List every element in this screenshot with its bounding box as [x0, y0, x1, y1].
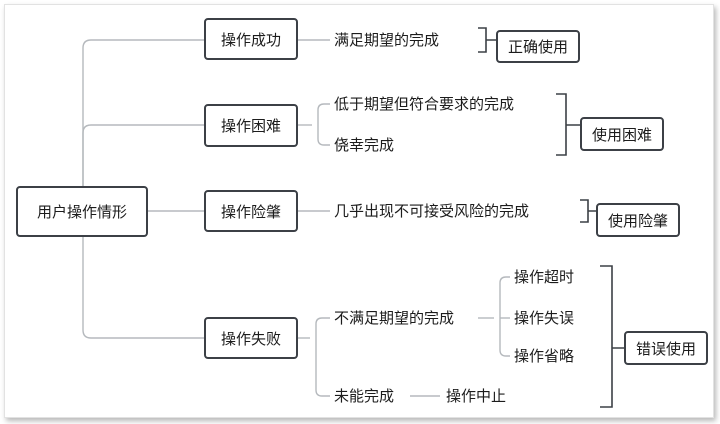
category-connectors [298, 39, 510, 397]
bracket-success [478, 27, 496, 53]
detail-fail-1[interactable]: 不满足期望的完成 [334, 309, 455, 327]
connector-root-difficult [82, 124, 204, 187]
outcome-misuse-node[interactable]: 错误使用 [624, 331, 708, 365]
detail-fail-sub-4[interactable]: 操作中止 [446, 387, 507, 405]
category-success-label: 操作成功 [220, 30, 281, 49]
category-fail-label: 操作失败 [220, 329, 281, 348]
connector-fail-subitems [499, 276, 510, 357]
root-connectors [82, 39, 204, 339]
category-success-node[interactable]: 操作成功 [204, 18, 298, 60]
category-difficult-label: 操作困难 [220, 117, 281, 135]
summary-brackets [478, 27, 624, 408]
detail-difficult-1[interactable]: 低于期望但符合要求的完成 [334, 95, 515, 113]
bracket-nearmiss [580, 199, 596, 223]
detail-fail-sub-1[interactable]: 操作超时 [514, 268, 575, 286]
outcome-correct-use-node[interactable]: 正确使用 [496, 30, 580, 63]
connector-root-fail [82, 237, 204, 339]
detail-nearmiss[interactable]: 几乎出现不可接受风险的完成 [334, 202, 530, 220]
bracket-difficult [556, 93, 580, 156]
category-difficult-node[interactable]: 操作困难 [204, 104, 298, 147]
category-nearmiss-node[interactable]: 操作险肇 [204, 190, 298, 232]
outcome-difficult-use-node[interactable]: 使用困难 [580, 117, 664, 151]
outcome-correct-use-label: 正确使用 [507, 38, 568, 56]
outcome-difficult-use-label: 使用困难 [591, 125, 652, 144]
detail-fail-sub-3[interactable]: 操作省略 [514, 347, 575, 365]
root-node[interactable]: 用户操作情形 [16, 186, 148, 237]
connector-difficult-details [317, 103, 330, 146]
category-fail-node[interactable]: 操作失败 [204, 317, 298, 359]
bracket-fail [600, 265, 624, 408]
category-nearmiss-label: 操作险肇 [220, 202, 281, 221]
connector-fail-details [315, 317, 330, 397]
detail-fail-sub-2[interactable]: 操作失误 [514, 309, 575, 327]
detail-success[interactable]: 满足期望的完成 [334, 31, 440, 49]
outcome-nearmiss-use-node[interactable]: 使用险肇 [596, 203, 680, 237]
outcome-misuse-label: 错误使用 [635, 339, 696, 358]
root-label: 用户操作情形 [36, 203, 127, 221]
detail-fail-2[interactable]: 未能完成 [334, 387, 395, 405]
outcome-nearmiss-use-label: 使用险肇 [607, 211, 668, 230]
connector-root-success [82, 39, 204, 187]
detail-difficult-2[interactable]: 侥幸完成 [334, 136, 395, 154]
